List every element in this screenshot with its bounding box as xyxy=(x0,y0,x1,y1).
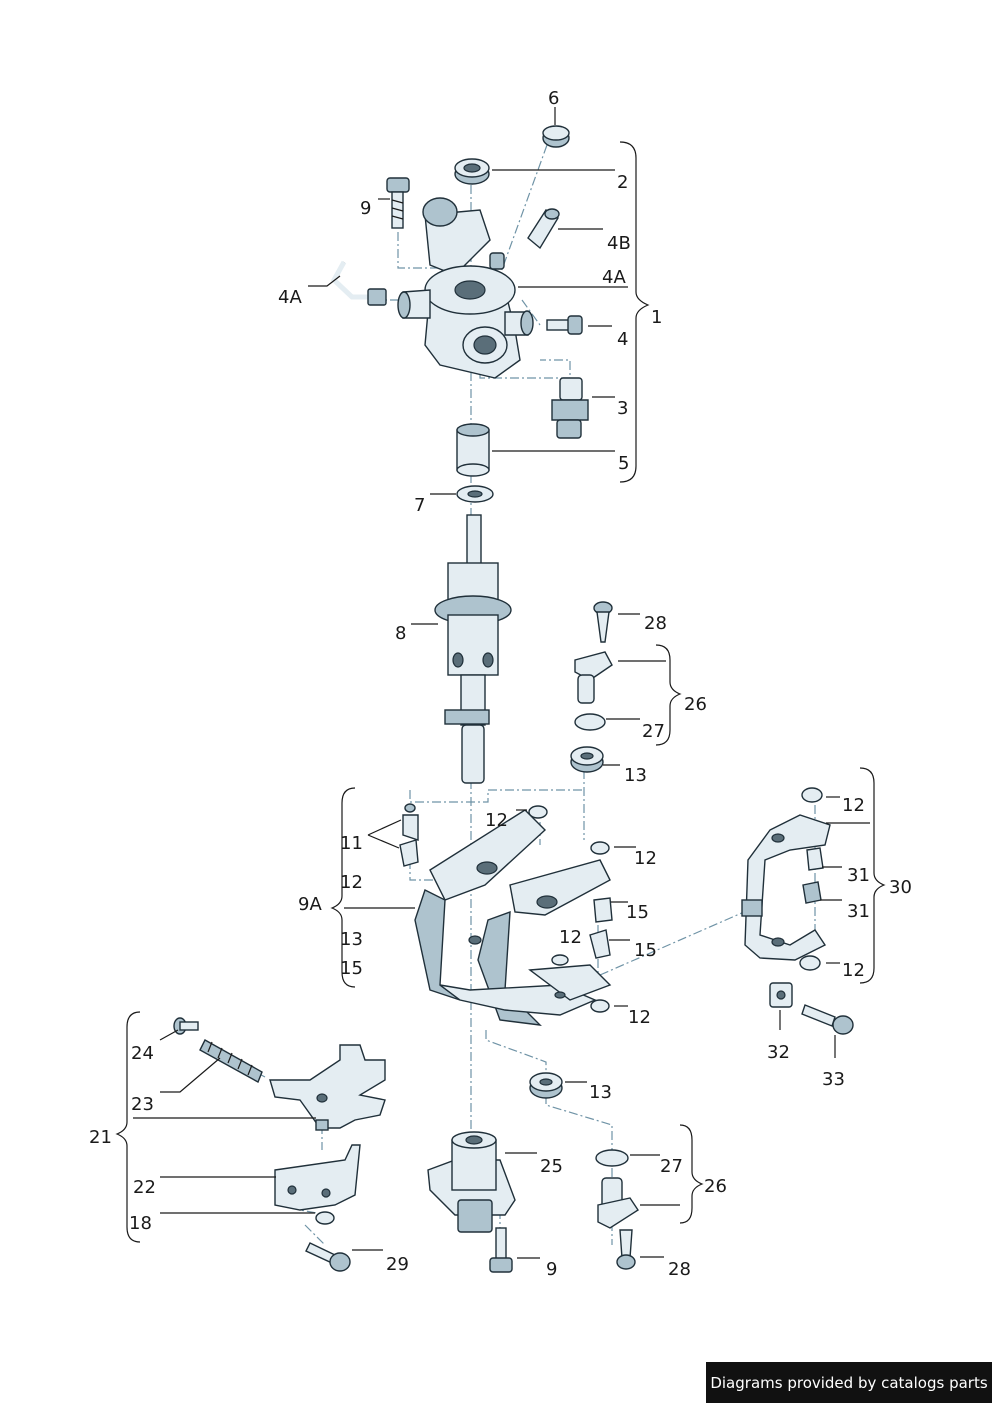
callout-33: 33 xyxy=(822,1069,845,1090)
part-22-bracket xyxy=(274,1144,361,1211)
callout-28-bottom: 28 xyxy=(668,1259,691,1280)
callout-18: 18 xyxy=(129,1213,152,1234)
callout-25: 25 xyxy=(540,1156,563,1177)
callout-7: 7 xyxy=(414,495,425,516)
callout-15-left: 15 xyxy=(340,958,363,979)
callout-4a-right: 4A xyxy=(602,267,626,288)
part-23-spring xyxy=(199,1039,263,1083)
part-4a-bent-pipe xyxy=(330,260,387,306)
part-33-bolt xyxy=(801,1004,854,1035)
group-brackets xyxy=(115,141,886,1243)
callout-12-c: 12 xyxy=(634,848,657,869)
leader-lines xyxy=(133,107,870,1259)
callout-9a: 9A xyxy=(298,894,322,915)
callout-30: 30 xyxy=(889,877,912,898)
callout-2: 2 xyxy=(617,172,628,193)
callout-26-bottom: 26 xyxy=(704,1176,727,1197)
part-4b-plug xyxy=(527,208,560,250)
part-9-bolt-bottom xyxy=(489,1227,513,1273)
part-27-oring-bottom xyxy=(595,1149,629,1167)
callout-4a-left: 4A xyxy=(278,287,302,308)
part-9a-shift-fork-assembly xyxy=(414,809,612,1026)
callout-12-d: 12 xyxy=(559,927,582,948)
callout-12-f: 12 xyxy=(842,795,865,816)
callout-12-a: 12 xyxy=(485,810,508,831)
callout-1: 1 xyxy=(651,307,662,328)
callout-11: 11 xyxy=(340,833,363,854)
callout-9-top: 9 xyxy=(360,198,371,219)
callout-12-e: 12 xyxy=(628,1007,651,1028)
part-31-pins xyxy=(802,847,824,904)
callout-15-c: 15 xyxy=(634,940,657,961)
callout-31-b: 31 xyxy=(847,901,870,922)
callout-13-left: 13 xyxy=(340,929,363,950)
part-30-shift-fork xyxy=(741,814,831,961)
callout-5: 5 xyxy=(618,453,629,474)
callout-23: 23 xyxy=(131,1094,154,1115)
part-4-bolt xyxy=(546,315,583,335)
callout-12-b: 12 xyxy=(340,872,363,893)
part-11-pins xyxy=(399,803,419,867)
part-13-bushing-top xyxy=(570,746,604,773)
part-26-lever-bottom xyxy=(597,1177,639,1229)
part-25-lower-housing xyxy=(427,1131,516,1233)
callout-22: 22 xyxy=(133,1177,156,1198)
part-28-screw-top xyxy=(593,601,613,643)
callout-4b: 4B xyxy=(607,233,631,254)
part-13-bushing-bottom xyxy=(529,1072,563,1099)
part-32-clip xyxy=(769,982,793,1008)
part-29-bolt xyxy=(305,1242,351,1272)
footer-credit-text: Diagrams provided by catalogs parts xyxy=(710,1373,988,1392)
part-2-seal xyxy=(454,158,490,185)
part-27-oring-top xyxy=(574,713,606,731)
part-7-washer xyxy=(456,485,494,503)
callout-6: 6 xyxy=(548,88,559,109)
part-28-screw-bottom xyxy=(616,1229,636,1270)
part-18-clip xyxy=(315,1211,335,1225)
callout-32: 32 xyxy=(767,1042,790,1063)
part-3-sensor xyxy=(551,377,589,439)
callout-9-bottom: 9 xyxy=(546,1259,557,1280)
callout-13-bottom: 13 xyxy=(589,1082,612,1103)
callout-labels: 6 2 9 4B 4A 4A 1 4 3 5 7 8 28 26 27 13 1… xyxy=(89,88,912,1280)
callout-21: 21 xyxy=(89,1127,112,1148)
callout-24: 24 xyxy=(131,1043,154,1064)
callout-4: 4 xyxy=(617,329,628,350)
callout-29: 29 xyxy=(386,1254,409,1275)
part-8-selector-shaft xyxy=(434,514,512,784)
callout-27-top: 27 xyxy=(642,721,665,742)
callout-3: 3 xyxy=(617,398,628,419)
callout-13-top: 13 xyxy=(624,765,647,786)
part-24-pin xyxy=(173,1017,199,1035)
callout-27-bottom: 27 xyxy=(660,1156,683,1177)
part-5-sleeve xyxy=(456,423,490,477)
part-6-cap xyxy=(542,125,570,148)
part-1-selector-housing xyxy=(397,197,534,379)
part-26-lever-top xyxy=(574,651,613,704)
footer-credit-banner: Diagrams provided by catalogs parts xyxy=(706,1362,992,1403)
callout-28-top: 28 xyxy=(644,613,667,634)
callout-15-b: 15 xyxy=(626,902,649,923)
part-15-pins xyxy=(589,897,613,959)
part-9-bolt-top xyxy=(386,177,410,229)
callout-12-g: 12 xyxy=(842,960,865,981)
part-21-lever-assembly xyxy=(269,1044,386,1131)
callout-26-top: 26 xyxy=(684,694,707,715)
callout-8: 8 xyxy=(395,623,406,644)
callout-31-a: 31 xyxy=(847,865,870,886)
part-12-nuts xyxy=(528,787,823,1013)
